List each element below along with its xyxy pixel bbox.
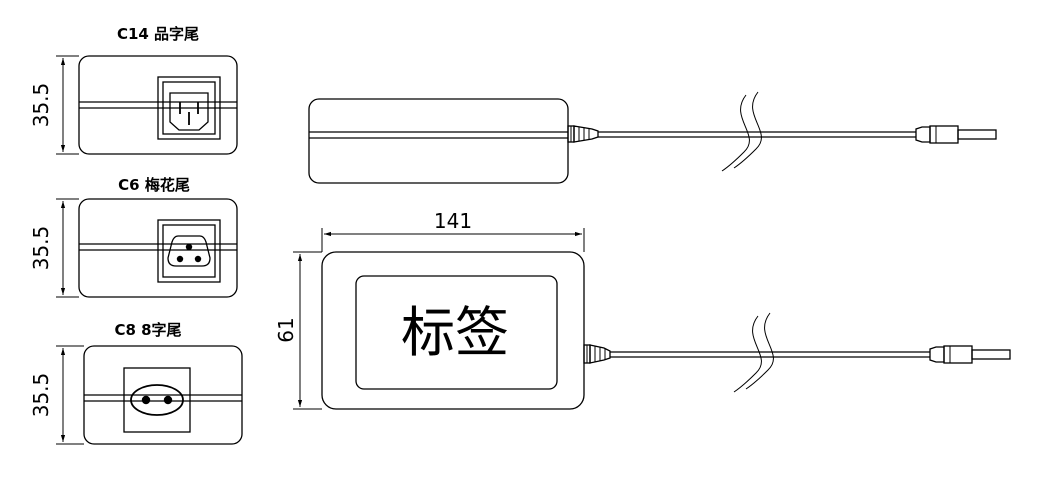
c14-end-view: C14 品字尾 35.5 bbox=[29, 25, 238, 155]
width-dim: 141 bbox=[434, 209, 472, 233]
c8-caption: C8 8字尾 bbox=[114, 321, 181, 339]
c14-height-dim: 35.5 bbox=[29, 83, 53, 128]
height-dim: 61 bbox=[274, 317, 298, 342]
c6-end-view: C6 梅花尾 35.5 bbox=[29, 176, 238, 298]
c8-end-view: C8 8字尾 35.5 bbox=[29, 321, 243, 445]
adapter-top-view: 141 61 标签 bbox=[274, 209, 1011, 410]
adapter-side-view bbox=[308, 91, 997, 184]
label-text: 标签 bbox=[401, 301, 509, 364]
c6-caption: C6 梅花尾 bbox=[118, 176, 190, 194]
c14-caption: C14 品字尾 bbox=[117, 25, 199, 43]
c8-height-dim: 35.5 bbox=[29, 373, 53, 418]
c6-height-dim: 35.5 bbox=[29, 226, 53, 271]
